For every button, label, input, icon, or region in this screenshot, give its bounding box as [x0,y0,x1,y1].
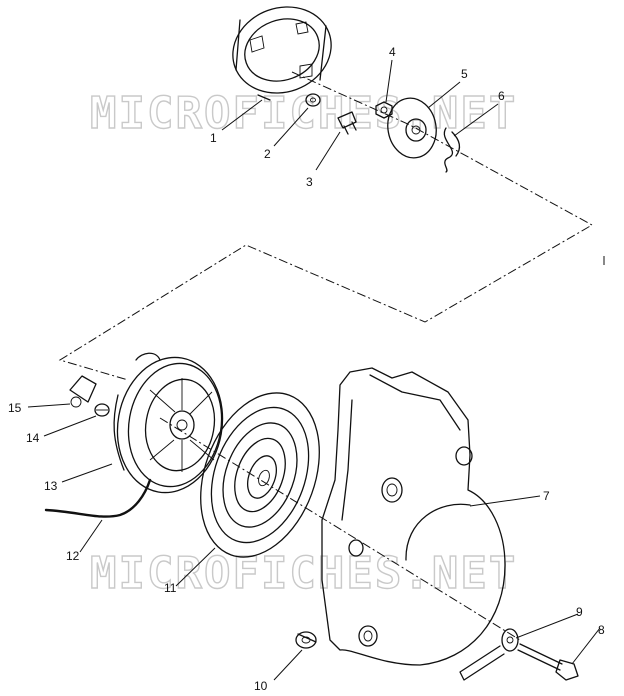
starter-housing-part [321,367,506,666]
callout-7: 7 [543,489,550,503]
flat-washer-part [459,628,519,681]
long-bolt-part [517,643,579,681]
recoil-spring-part [200,392,320,558]
washer-part [305,93,321,107]
pawl-part [69,375,97,408]
starter-rope-part [44,478,152,518]
callout-8: 8 [598,623,605,637]
watermark-bottom: MICROFICHES.NET [90,548,517,599]
callout-13: 13 [44,479,58,493]
callout-10: 10 [254,679,268,693]
spring-clip-part [443,127,461,173]
callout-5: 5 [461,67,468,81]
callout-14: 14 [26,431,40,445]
pawl-spring-part [94,403,110,417]
callout-2: 2 [264,147,271,161]
leader-lines [27,59,601,681]
callout-3: 3 [306,175,313,189]
callout-9: 9 [576,605,583,619]
callout-15: 15 [8,401,22,415]
callout-1: 1 [210,131,217,145]
callout-11: 11 [164,581,177,595]
callout-4: 4 [389,45,396,59]
lock-washer-part [295,631,317,649]
callout-6: 6 [498,89,505,103]
nut-part [375,101,393,119]
recoil-reel-part [113,352,224,494]
callout-12: 12 [66,549,80,563]
bolt-part [337,111,357,135]
callout-labels: 1 2 3 4 5 6 7 8 9 10 11 12 13 14 15 [8,45,605,693]
drive-plate-part [387,97,437,159]
pulley-cup-part [232,6,332,101]
